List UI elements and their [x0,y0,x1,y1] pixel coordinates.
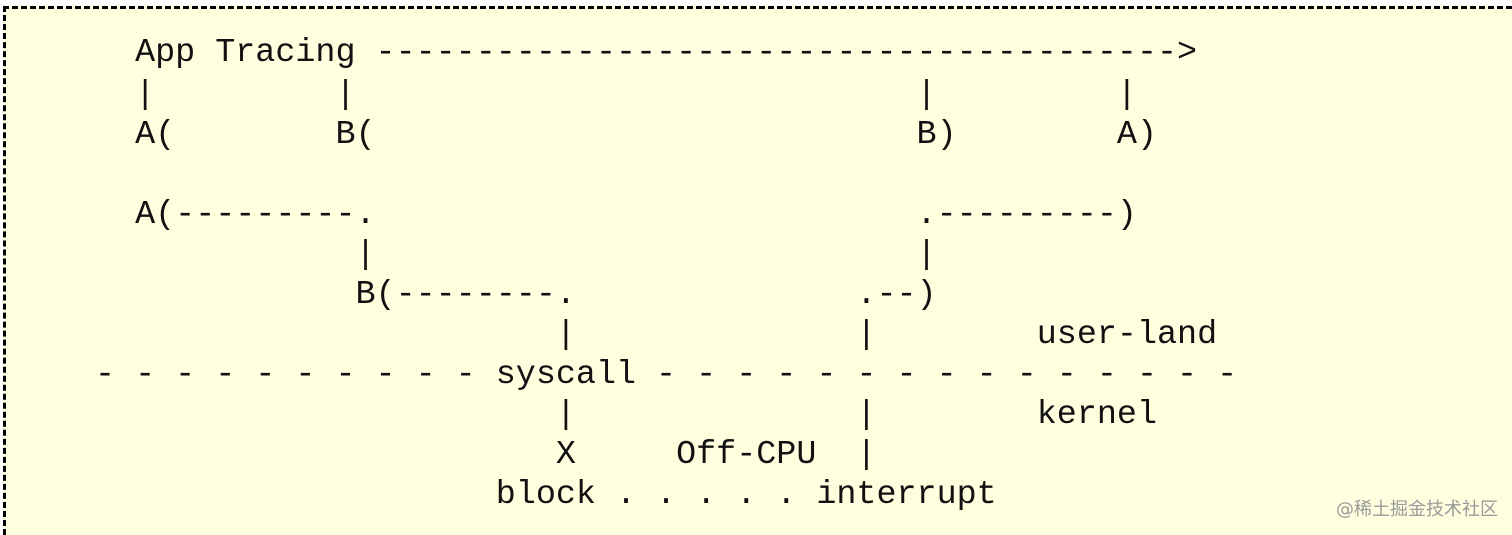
syscall-boundary: - - - - - - - - - - syscall - - - - - - … [95,356,1238,394]
function-b-span: B(--------. .--) [95,276,937,314]
off-cpu-row: X Off-CPU | [95,436,877,474]
function-events-row: A( B( B) A) [95,116,1157,154]
watermark: @稀土掘金技术社区 [1336,499,1498,520]
user-land-row: | | user-land [95,316,1218,354]
function-a-span: A(---------. .---------) [95,196,1137,234]
connector-row: | | [95,236,937,274]
trace-markers: | | | | [95,76,1137,114]
app-tracing-timeline: App Tracing ----------------------------… [95,34,1198,72]
diagram-box [3,6,1512,535]
block-interrupt-row: block . . . . . interrupt [95,476,997,514]
kernel-row: | | kernel [95,396,1157,434]
